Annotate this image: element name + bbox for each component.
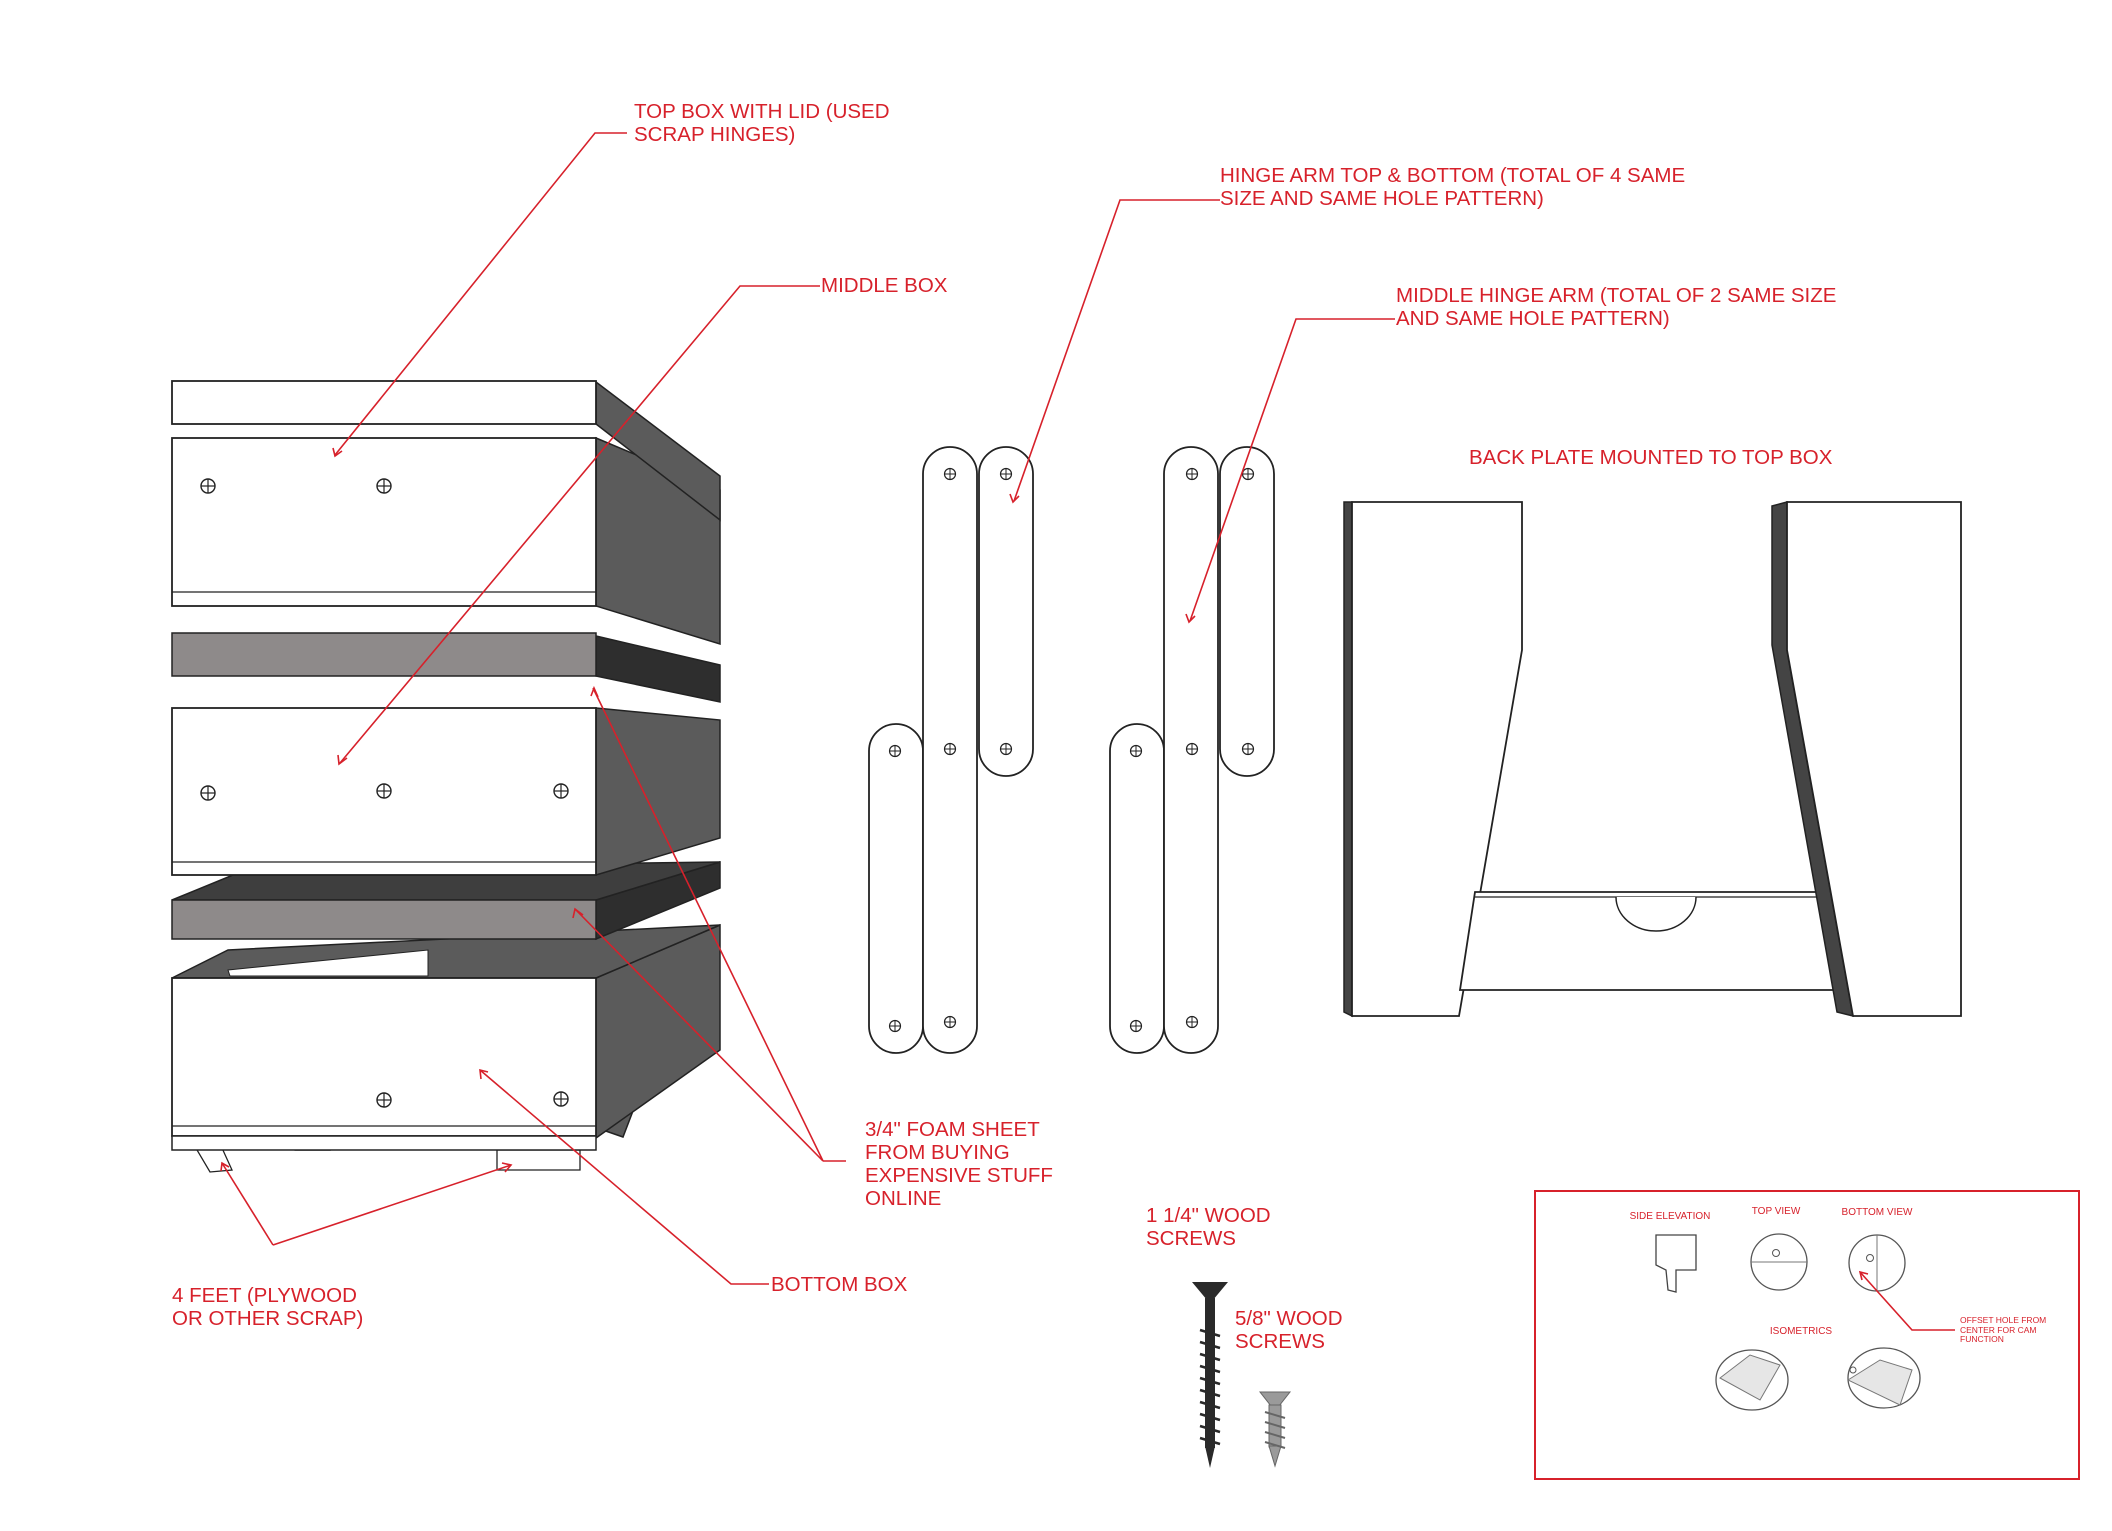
- wood-screws-long-label: 1 1/4" WOOD SCREWS: [1146, 1204, 1271, 1250]
- hinge-assembly-left: [868, 446, 1034, 1054]
- hinge-arm-top-bottom-label: HINGE ARM TOP & BOTTOM (TOTAL OF 4 SAME …: [1220, 164, 1686, 210]
- wood-screws-short-label: 5/8" WOOD SCREWS: [1235, 1307, 1343, 1353]
- screw-short-icon: [1258, 1391, 1292, 1468]
- top-box-label: TOP BOX WITH LID (USED SCRAP HINGES): [634, 100, 890, 146]
- top-box: [171, 380, 721, 646]
- bottom-view-label: BOTTOM VIEW: [1841, 1207, 1913, 1218]
- side-elevation-label: SIDE ELEVATION: [1629, 1211, 1711, 1222]
- bottom-box-label: BOTTOM BOX: [771, 1273, 908, 1296]
- foam-sheet-upper: [171, 632, 721, 703]
- middle-box-label: MIDDLE BOX: [821, 274, 948, 297]
- feet-label: 4 FEET (PLYWOOD OR OTHER SCRAP): [172, 1284, 364, 1330]
- top-view-label: TOP VIEW: [1751, 1206, 1801, 1217]
- cam-detail-panel: [1534, 1190, 2080, 1480]
- middle-box: [171, 707, 721, 877]
- bottom-box: [171, 923, 721, 1173]
- isometrics-label: ISOMETRICS: [1769, 1326, 1833, 1337]
- middle-hinge-arm-label: MIDDLE HINGE ARM (TOTAL OF 2 SAME SIZE A…: [1396, 284, 1837, 330]
- screw-long-icon: [1192, 1282, 1228, 1468]
- leader-lines: [220, 132, 1955, 1331]
- back-plate-label: BACK PLATE MOUNTED TO TOP BOX: [1469, 446, 1833, 469]
- box-stack: [171, 380, 721, 1173]
- foam-sheet-label: 3/4" FOAM SHEET FROM BUYING EXPENSIVE ST…: [865, 1118, 1053, 1210]
- hinge-assembly-right: [1109, 446, 1275, 1054]
- back-plate: [1343, 501, 1962, 1018]
- offset-hole-note: OFFSET HOLE FROM CENTER FOR CAM FUNCTION: [1960, 1315, 2047, 1344]
